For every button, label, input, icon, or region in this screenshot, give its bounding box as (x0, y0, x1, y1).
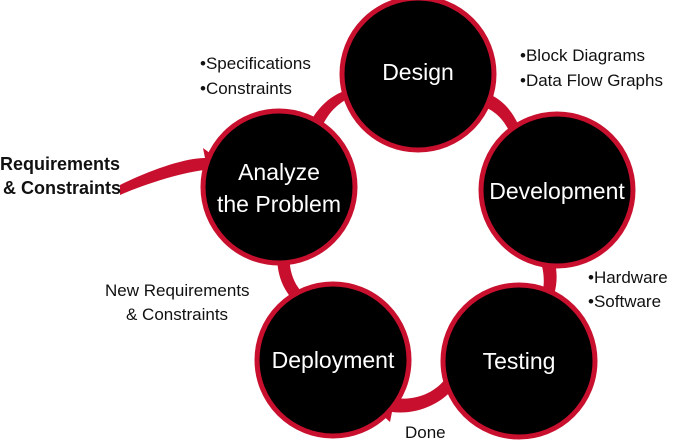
development-outputs-item-2: •Software (588, 292, 661, 311)
annotations: Requirements & Constraints •Specificatio… (0, 46, 668, 442)
node-analyze-label-line1: Analyze (238, 159, 320, 185)
node-deployment: Deployment (254, 281, 412, 439)
new-requirements-label-line2: & Constraints (126, 305, 228, 324)
node-design-label: Design (382, 59, 454, 85)
node-development-label: Development (489, 178, 625, 204)
node-analyze: Analyze the Problem (200, 108, 358, 266)
node-analyze-label-line2: the Problem (217, 191, 341, 217)
node-testing-circle (440, 282, 598, 440)
node-deployment-label: Deployment (272, 347, 395, 373)
node-development-circle (478, 111, 636, 269)
new-requirements-label-line1: New Requirements (105, 281, 250, 300)
arrow-requirements-to-analyze (120, 148, 226, 195)
development-outputs-item-1: •Hardware (588, 268, 668, 287)
node-testing-label: Testing (483, 348, 556, 374)
design-inputs-item-1: •Specifications (200, 54, 311, 73)
node-deployment-circle (254, 281, 412, 439)
done-label: Done (405, 423, 446, 442)
node-design: Design (339, 0, 497, 153)
node-design-circle (339, 0, 497, 153)
requirements-label-line2: & Constraints (3, 178, 121, 198)
requirements-label-line1: Requirements (0, 154, 120, 174)
node-development: Development (478, 111, 636, 269)
design-outputs-item-1: •Block Diagrams (520, 46, 645, 65)
design-inputs-item-2: •Constraints (200, 79, 292, 98)
design-outputs-item-2: •Data Flow Graphs (520, 71, 663, 90)
node-testing: Testing (440, 282, 598, 440)
node-analyze-circle (200, 108, 358, 266)
